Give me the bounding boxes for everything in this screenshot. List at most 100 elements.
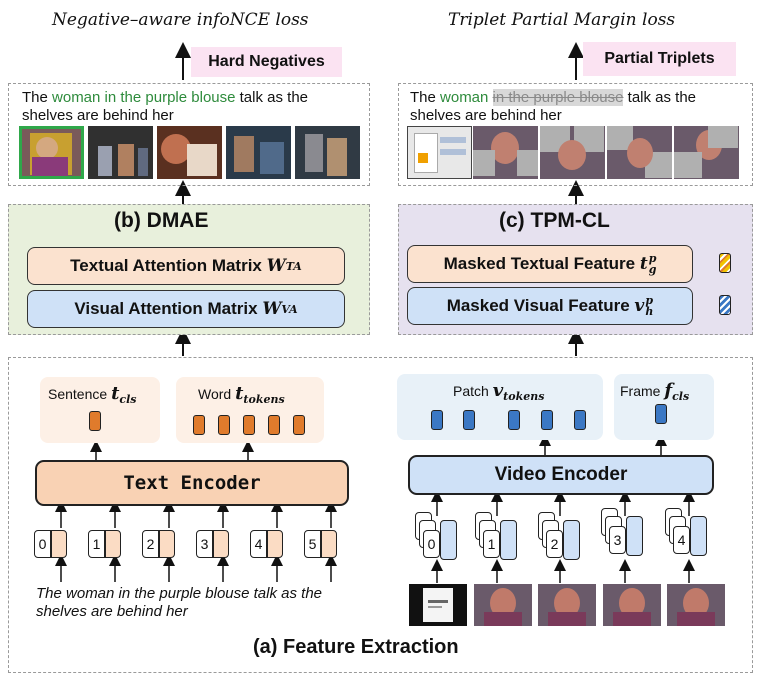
input-video-frame-4 <box>603 584 661 626</box>
caption-text-post: talk as the shelves are behind her <box>410 89 697 124</box>
patch-index: 4 <box>673 526 690 554</box>
text-token-embedding <box>51 530 67 558</box>
word-subscript: tokens <box>243 392 285 406</box>
partial-triplet-caption: The woman in the purple blouse talk as t… <box>410 89 740 125</box>
text-token-embedding <box>267 530 283 558</box>
frame-symbol: f <box>664 380 673 401</box>
patch-embedding <box>563 520 580 560</box>
word-token <box>243 415 255 435</box>
text-token-index: 2 <box>142 530 159 558</box>
word-output-panel: Word ttokens <box>176 377 324 443</box>
visual-attention-symbol: W <box>262 299 282 319</box>
patch-index: 3 <box>609 526 626 554</box>
textual-attention-subscript: TA <box>285 259 302 273</box>
text-token-embedding <box>213 530 229 558</box>
sentence-output-panel: Sentence tcls <box>40 377 160 443</box>
text-token-embedding <box>159 530 175 558</box>
caption-text-post: talk as the shelves are behind her <box>22 89 309 124</box>
video-frame-negative-3 <box>226 126 291 179</box>
feature-extraction-panel <box>8 357 753 673</box>
text-token-index: 1 <box>88 530 105 558</box>
text-token-index: 0 <box>34 530 51 558</box>
video-frame-positive <box>19 126 84 179</box>
masked-frame-3 <box>540 126 605 179</box>
patch-subscript: tokens <box>503 389 545 403</box>
infonce-loss-title: Negative–aware infoNCE loss <box>52 10 309 30</box>
video-frame-negative-2 <box>157 126 222 179</box>
masked-textual-subscript: g <box>648 263 657 276</box>
partial-triplets-badge: Partial Triplets <box>583 42 736 76</box>
feature-extraction-title: (a) Feature Extraction <box>253 636 459 658</box>
caption-masked-phrase: in the purple blouse <box>492 89 624 106</box>
masked-frame-1 <box>407 126 472 179</box>
text-token-index: 3 <box>196 530 213 558</box>
video-encoder: Video Encoder <box>408 455 714 495</box>
sentence-label: Sentence tcls <box>48 383 136 406</box>
sentence-label-text: Sentence <box>48 386 112 402</box>
patch-token <box>508 410 520 430</box>
frame-label: Frame fcls <box>620 380 689 403</box>
word-label: Word ttokens <box>198 383 285 406</box>
text-token-embedding <box>321 530 337 558</box>
word-token <box>193 415 205 435</box>
patch-output-panel: Patch vtokens <box>397 374 603 440</box>
textual-attention-label: Textual Attention Matrix <box>70 256 262 275</box>
text-token-index: 5 <box>304 530 321 558</box>
masked-visual-label: Masked Visual Feature <box>446 296 630 315</box>
partial-triplets-example-box: The woman in the purple blouse talk as t… <box>398 83 753 186</box>
masked-visual-symbol: v <box>634 296 645 316</box>
input-video-frame-3 <box>538 584 596 626</box>
hard-negatives-badge: Hard Negatives <box>191 47 342 77</box>
masked-frame-2 <box>473 126 538 179</box>
patch-embedding <box>690 516 707 556</box>
word-label-text: Word <box>198 386 236 402</box>
caption-text-pre: The <box>410 89 441 106</box>
word-symbol: t <box>235 383 244 404</box>
word-token <box>218 415 230 435</box>
caption-text-pre: The <box>22 89 53 106</box>
input-video-frame-1 <box>409 584 467 626</box>
masked-visual-subscript: h <box>645 305 654 318</box>
tpm-cl-title: (c) TPM-CL <box>499 209 610 232</box>
patch-embedding <box>440 520 457 560</box>
patch-token <box>431 410 443 430</box>
masked-text-token-icon <box>719 253 731 273</box>
patch-label-text: Patch <box>453 383 493 399</box>
masked-frame-4 <box>607 126 672 179</box>
video-frame-negative-4 <box>295 126 360 179</box>
word-token <box>293 415 305 435</box>
masked-textual-label: Masked Textual Feature <box>443 254 636 273</box>
sentence-subscript: cls <box>119 392 137 406</box>
masked-textual-symbol: t <box>639 254 648 274</box>
dmae-title: (b) DMAE <box>114 209 209 232</box>
patch-token <box>541 410 553 430</box>
patch-index: 2 <box>546 530 563 558</box>
patch-symbol: v <box>492 380 504 401</box>
masked-visual-superscript: p <box>645 294 654 307</box>
sentence-token <box>89 411 101 431</box>
frame-subscript: cls <box>672 389 690 403</box>
patch-index: 0 <box>423 530 440 558</box>
patch-index: 1 <box>483 530 500 558</box>
visual-attention-subscript: VA <box>281 302 298 316</box>
text-token-embedding <box>105 530 121 558</box>
input-video-frame-5 <box>667 584 725 626</box>
frame-token <box>655 404 667 424</box>
visual-attention-label: Visual Attention Matrix <box>74 299 258 318</box>
patch-embedding <box>500 520 517 560</box>
frame-output-panel: Frame fcls <box>614 374 714 440</box>
patch-token <box>574 410 586 430</box>
caption-highlight: woman <box>440 89 489 106</box>
word-token <box>268 415 280 435</box>
video-frame-negative-1 <box>88 126 153 179</box>
hard-negative-caption: The woman in the purple blouse talk as t… <box>22 89 352 125</box>
masked-textual-superscript: p <box>648 252 657 265</box>
input-sentence: The woman in the purple blouse talk as t… <box>36 585 323 620</box>
